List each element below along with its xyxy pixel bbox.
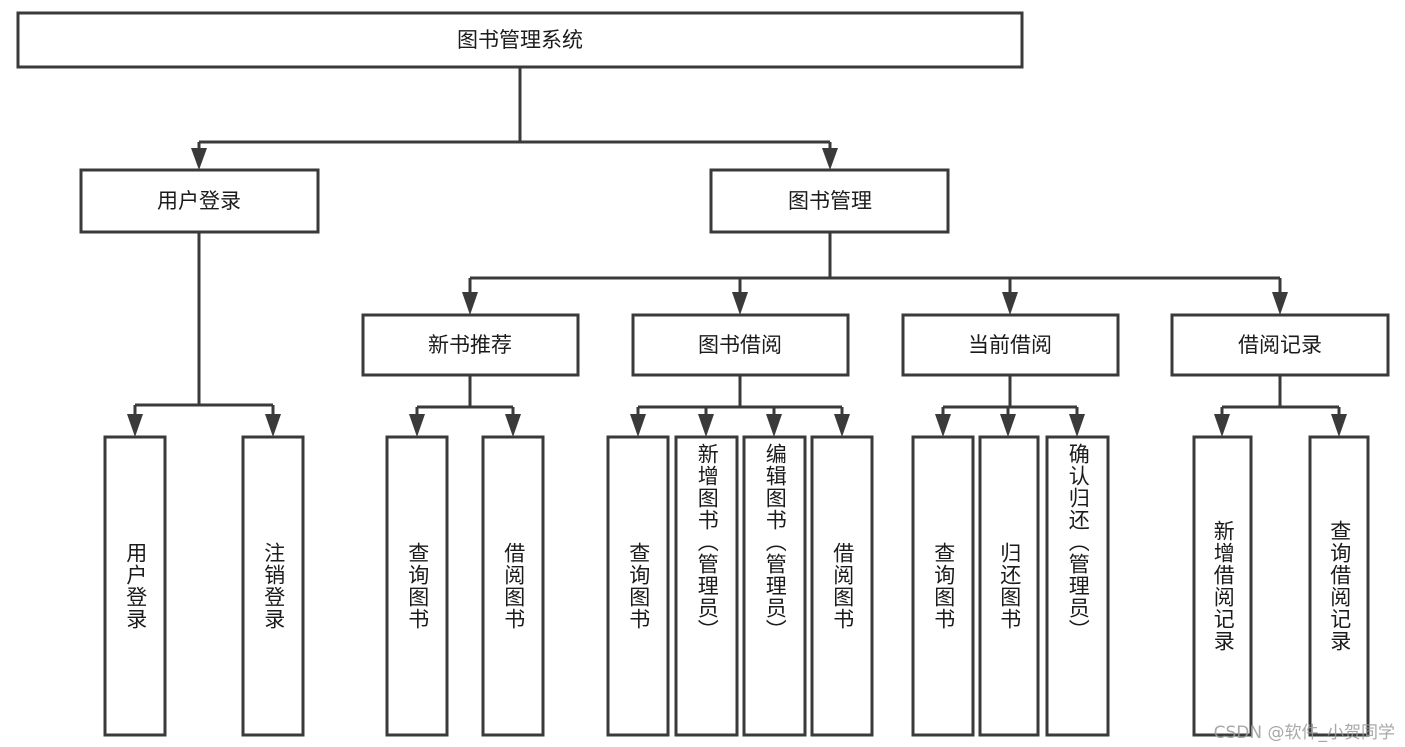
- node-book-borrow[interactable]: 图书借阅: [631, 313, 850, 377]
- node-book-management-box[interactable]: [709, 168, 950, 234]
- node-new-book-recommend-box[interactable]: [361, 313, 580, 377]
- node-book-borrow-box[interactable]: [631, 313, 850, 377]
- arrow-head-l3-3: [1002, 292, 1018, 315]
- arrow-head-record-leaf-2: [1331, 414, 1347, 437]
- node-book-management-label: 图书管理: [788, 189, 872, 213]
- node-book-management[interactable]: 图书管理: [709, 168, 950, 234]
- node-new-book-recommend[interactable]: 新书推荐: [361, 313, 580, 377]
- connector-bookmgmt-to-level3: [462, 232, 1288, 315]
- connector-root-to-level2: [191, 67, 838, 170]
- leaf-box-record-2[interactable]: [1308, 435, 1370, 737]
- arrow-head-current-leaf-3: [1069, 414, 1085, 437]
- leaf-box-user-login-1[interactable]: [103, 435, 167, 737]
- leaf-box-borrow-1[interactable]: [606, 435, 670, 737]
- arrow-head-login-leaf-2: [265, 414, 281, 437]
- node-user-login[interactable]: 用户登录: [79, 168, 320, 234]
- arrow-head-newbook-leaf-2: [505, 414, 521, 437]
- arrow-head-newbook-leaf-1: [409, 414, 425, 437]
- node-root-box[interactable]: [16, 11, 1024, 69]
- arrow-head-current-leaf-1: [935, 414, 951, 437]
- arrow-head-l3-4: [1272, 292, 1288, 315]
- leaf-box-current-3[interactable]: [1045, 435, 1110, 737]
- leaf-box-current-2[interactable]: [978, 435, 1040, 737]
- leaf-box-user-login-2[interactable]: [241, 435, 305, 737]
- leaf-box-borrow-2[interactable]: [674, 435, 739, 737]
- arrow-head-borrow-leaf-2: [698, 414, 714, 437]
- leaf-box-borrow-4[interactable]: [810, 435, 874, 737]
- arrow-head-borrow-leaf-3: [766, 414, 782, 437]
- node-current-borrow[interactable]: 当前借阅: [901, 313, 1120, 377]
- connector-current-to-leaves: [935, 375, 1085, 437]
- node-user-login-box[interactable]: [79, 168, 320, 234]
- leaf-box-current-1[interactable]: [911, 435, 975, 737]
- node-borrow-record[interactable]: 借阅记录: [1170, 313, 1390, 377]
- arrow-head-l3-1: [462, 292, 478, 315]
- node-current-borrow-box[interactable]: [901, 313, 1120, 377]
- watermark-text: CSDN @软件_小贺同学: [1213, 723, 1395, 743]
- arrow-head-login-leaf-1: [127, 414, 143, 437]
- leaf-box-new-book-2[interactable]: [481, 435, 545, 737]
- node-book-borrow-label: 图书借阅: [698, 333, 782, 357]
- leaf-box-new-book-1[interactable]: [385, 435, 449, 737]
- arrow-head-login: [191, 148, 207, 170]
- connector-newbook-to-leaves: [409, 375, 521, 437]
- arrow-head-l3-2: [732, 292, 748, 315]
- arrow-head-borrow-leaf-1: [630, 414, 646, 437]
- arrow-head-bookmgmt: [822, 148, 838, 170]
- node-borrow-record-box[interactable]: [1170, 313, 1390, 377]
- node-root-label: 图书管理系统: [457, 28, 583, 52]
- connector-record-to-leaves: [1214, 375, 1347, 437]
- arrow-head-borrow-leaf-4: [834, 414, 850, 437]
- node-current-borrow-label: 当前借阅: [968, 333, 1052, 357]
- arrow-head-record-leaf-1: [1214, 414, 1230, 437]
- arrow-head-current-leaf-2: [1000, 414, 1016, 437]
- node-borrow-record-label: 借阅记录: [1238, 333, 1322, 357]
- leaf-box-record-1[interactable]: [1192, 435, 1253, 737]
- connector-borrow-to-leaves: [630, 375, 850, 437]
- leaf-box-borrow-3[interactable]: [742, 435, 807, 737]
- node-new-book-recommend-label: 新书推荐: [428, 333, 512, 357]
- connector-login-to-leaves: [127, 232, 281, 437]
- node-user-login-label: 用户登录: [157, 189, 241, 213]
- node-root[interactable]: 图书管理系统: [16, 11, 1024, 69]
